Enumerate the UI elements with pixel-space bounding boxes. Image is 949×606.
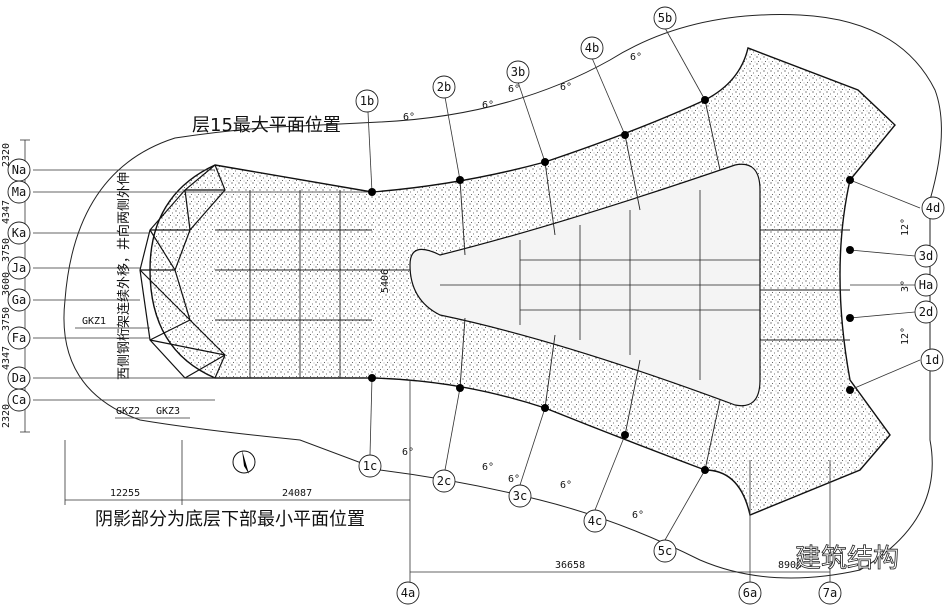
axis-label: 3c [513, 489, 527, 503]
angle-label: 6° [482, 462, 494, 473]
truss-note: 西侧钢桁架连续外移，井向两侧外伸 [116, 172, 132, 380]
axis-labels-left: Na Ma Ka Ja Ga Fa Da Ca [12, 163, 26, 407]
axis-label: 3b [511, 65, 525, 79]
top-title: 层15最大平面位置 [192, 115, 341, 136]
axis-label: 6a [743, 586, 757, 600]
axis-labels-right: 4d 3d Ha 2d 1d [919, 201, 940, 367]
axis-label: Na [12, 163, 26, 177]
axis-label: 4d [926, 201, 940, 215]
dim-label: 2320 [1, 404, 12, 428]
axis-bubbles [7, 6, 945, 605]
angle-label: 6° [482, 100, 494, 111]
axis-label: Fa [12, 331, 26, 345]
radial-beams [215, 99, 850, 471]
axis-label: 1b [360, 94, 374, 108]
axis-label: Ha [919, 278, 933, 292]
axis-labels-bottom: 1c 2c 3c 4c 5c [363, 459, 672, 558]
axis-label: 1d [925, 353, 939, 367]
axis-label: 5b [658, 11, 672, 25]
axis-label: 7a [823, 586, 837, 600]
member-label-gkz3: GKZ3 [156, 406, 180, 417]
dim-label: 3600 [1, 272, 12, 296]
bottom-title: 阴影部分为底层下部最小平面位置 [95, 509, 365, 530]
dim-label: 8900 [778, 560, 802, 571]
angle-label: 6° [560, 82, 572, 93]
max-plan-outline [63, 14, 942, 579]
dim-label: 2320 [1, 143, 12, 167]
dim-label: 5406 [380, 269, 391, 293]
axis-label: 2c [437, 474, 451, 488]
core-grid [440, 190, 760, 380]
dim-label: 4347 [1, 346, 12, 370]
axis-label: 5c [658, 544, 672, 558]
dim-label: 4347 [1, 200, 12, 224]
axis-leaders [367, 27, 921, 541]
dim-label: 24087 [282, 488, 312, 499]
dim-line-bottom-left [64, 380, 411, 505]
angle-label: 6° [630, 52, 642, 63]
angle-label: 12° [900, 218, 911, 236]
axis-label: Ja [12, 261, 26, 275]
dim-label: 3750 [1, 307, 12, 331]
axis-label: Da [12, 371, 26, 385]
dim-label: 36658 [555, 560, 585, 571]
axis-label: 4c [588, 514, 602, 528]
member-label-gkz2: GKZ2 [116, 406, 140, 417]
dim-labels-left: 2320 4347 3750 3600 3750 4347 2320 [1, 143, 12, 428]
angle-label: 3° [900, 280, 911, 292]
axis-label: Ma [12, 185, 26, 199]
member-labels: GKZ1 GKZ2 GKZ3 [75, 316, 190, 419]
north-arrow-icon [232, 450, 256, 474]
dim-label: 12255 [110, 488, 140, 499]
axis-label: Ka [12, 226, 26, 240]
column-nodes [368, 96, 854, 474]
axis-labels-top: 1b 2b 3b 4b 5b [360, 11, 672, 108]
axis-label: 4a [401, 586, 415, 600]
axis-labels-base: 4a 6a 7a [401, 586, 837, 600]
angle-label: 6° [508, 474, 520, 485]
angle-label: 6° [402, 447, 414, 458]
angle-label: 6° [560, 480, 572, 491]
angle-labels: 6° 6° 6° 6° 6° 6° 6° 6° 6° 6° 12° 12° 3° [402, 52, 911, 521]
angle-label: 6° [403, 112, 415, 123]
axis-label: Ga [12, 293, 26, 307]
dim-line-bottom [409, 460, 831, 585]
dim-label: 3750 [1, 238, 12, 262]
axis-label: 2b [437, 80, 451, 94]
member-label-gkz1: GKZ1 [82, 316, 106, 327]
axis-label: 1c [363, 459, 377, 473]
axis-label: 2d [919, 305, 933, 319]
axis-label: Ca [12, 393, 26, 407]
angle-label: 12° [900, 327, 911, 345]
angle-label: 6° [632, 510, 644, 521]
watermark: 建筑结构 [795, 544, 899, 574]
axis-label: 4b [585, 41, 599, 55]
angle-label: 6° [508, 84, 520, 95]
axis-label: 3d [919, 249, 933, 263]
